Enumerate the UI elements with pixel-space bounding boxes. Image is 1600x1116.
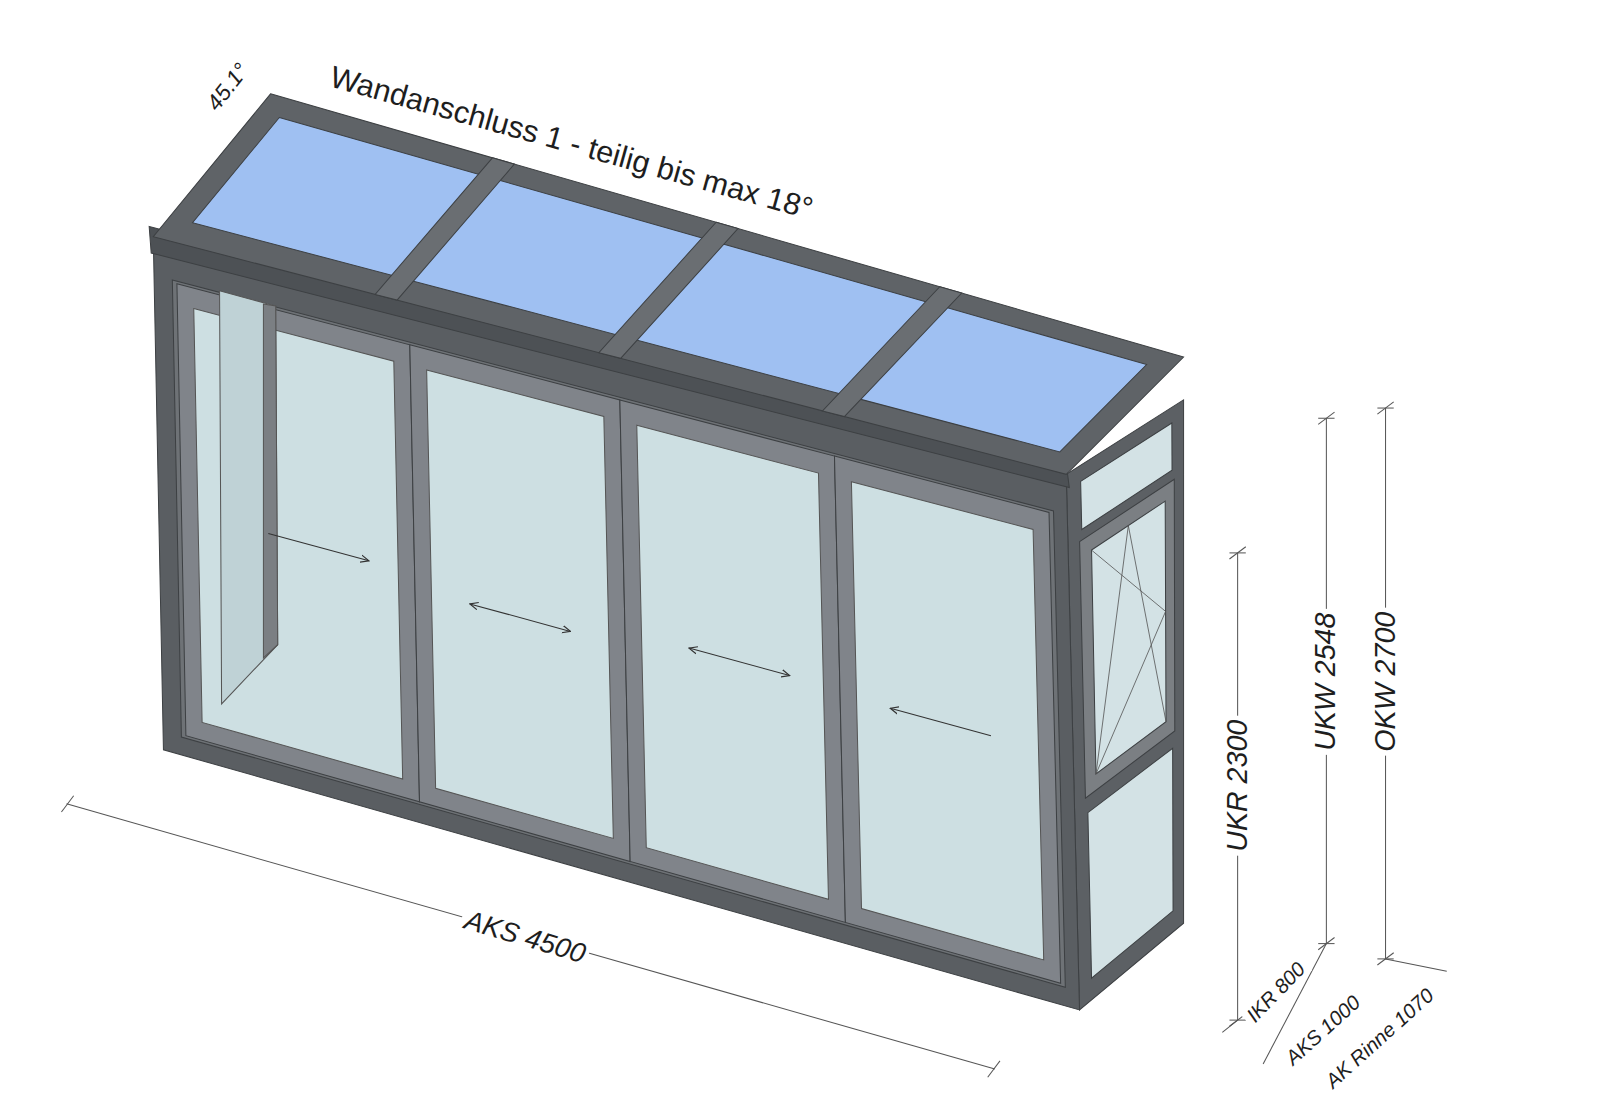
dimension-line — [1386, 959, 1447, 971]
sliding-arrow — [689, 648, 790, 675]
side-frame — [1066, 400, 1183, 1010]
roof-rafter — [822, 287, 961, 417]
dimension-tick — [1377, 953, 1393, 965]
dimension-line — [67, 804, 995, 1069]
dimension-tick — [1318, 412, 1334, 424]
tilt-symbol — [1096, 526, 1166, 774]
tilt-window-glass — [1092, 501, 1166, 774]
dimension-label: OKW 2700 — [1370, 608, 1401, 756]
dimension-tick — [1229, 547, 1245, 559]
sliding-arrow — [470, 604, 571, 632]
sliding-panel-frame — [410, 345, 630, 862]
dimension-label: UKR 2300 — [1222, 716, 1253, 856]
dimension-label: AK Rinne 1070 — [1318, 981, 1441, 1095]
dimension-tick — [1229, 552, 1245, 553]
dimension-tick — [988, 1061, 1000, 1077]
sliding-panel-frame — [620, 400, 846, 923]
sliding-panel-frame — [177, 284, 420, 802]
angle-label: 45.1° — [200, 56, 257, 119]
tilt-window-frame — [1080, 479, 1175, 798]
roof-rafter — [375, 158, 514, 300]
sliding-arrow — [268, 533, 369, 560]
sliding-panel-glass — [637, 425, 829, 899]
dimension-line — [1222, 1020, 1237, 1032]
sliding-panel-glass — [427, 370, 614, 839]
roof-frame — [153, 94, 1183, 475]
rear-side-wall — [220, 291, 278, 704]
dimension-tick — [1318, 418, 1334, 419]
sliding-arrow — [890, 708, 991, 735]
sliding-panel-glass — [851, 482, 1043, 960]
dimension-tick — [61, 796, 73, 812]
sliding-panel-frame — [834, 456, 1060, 983]
dimension-label: UKW 2548 — [1311, 608, 1342, 754]
rear-side-post — [263, 304, 277, 658]
side-glass — [1088, 748, 1173, 978]
dimension-tick — [1377, 408, 1393, 409]
dimension-label: AKS 4500 — [458, 903, 593, 970]
roof-rafter — [599, 222, 738, 358]
dimension-tick — [1377, 402, 1393, 414]
